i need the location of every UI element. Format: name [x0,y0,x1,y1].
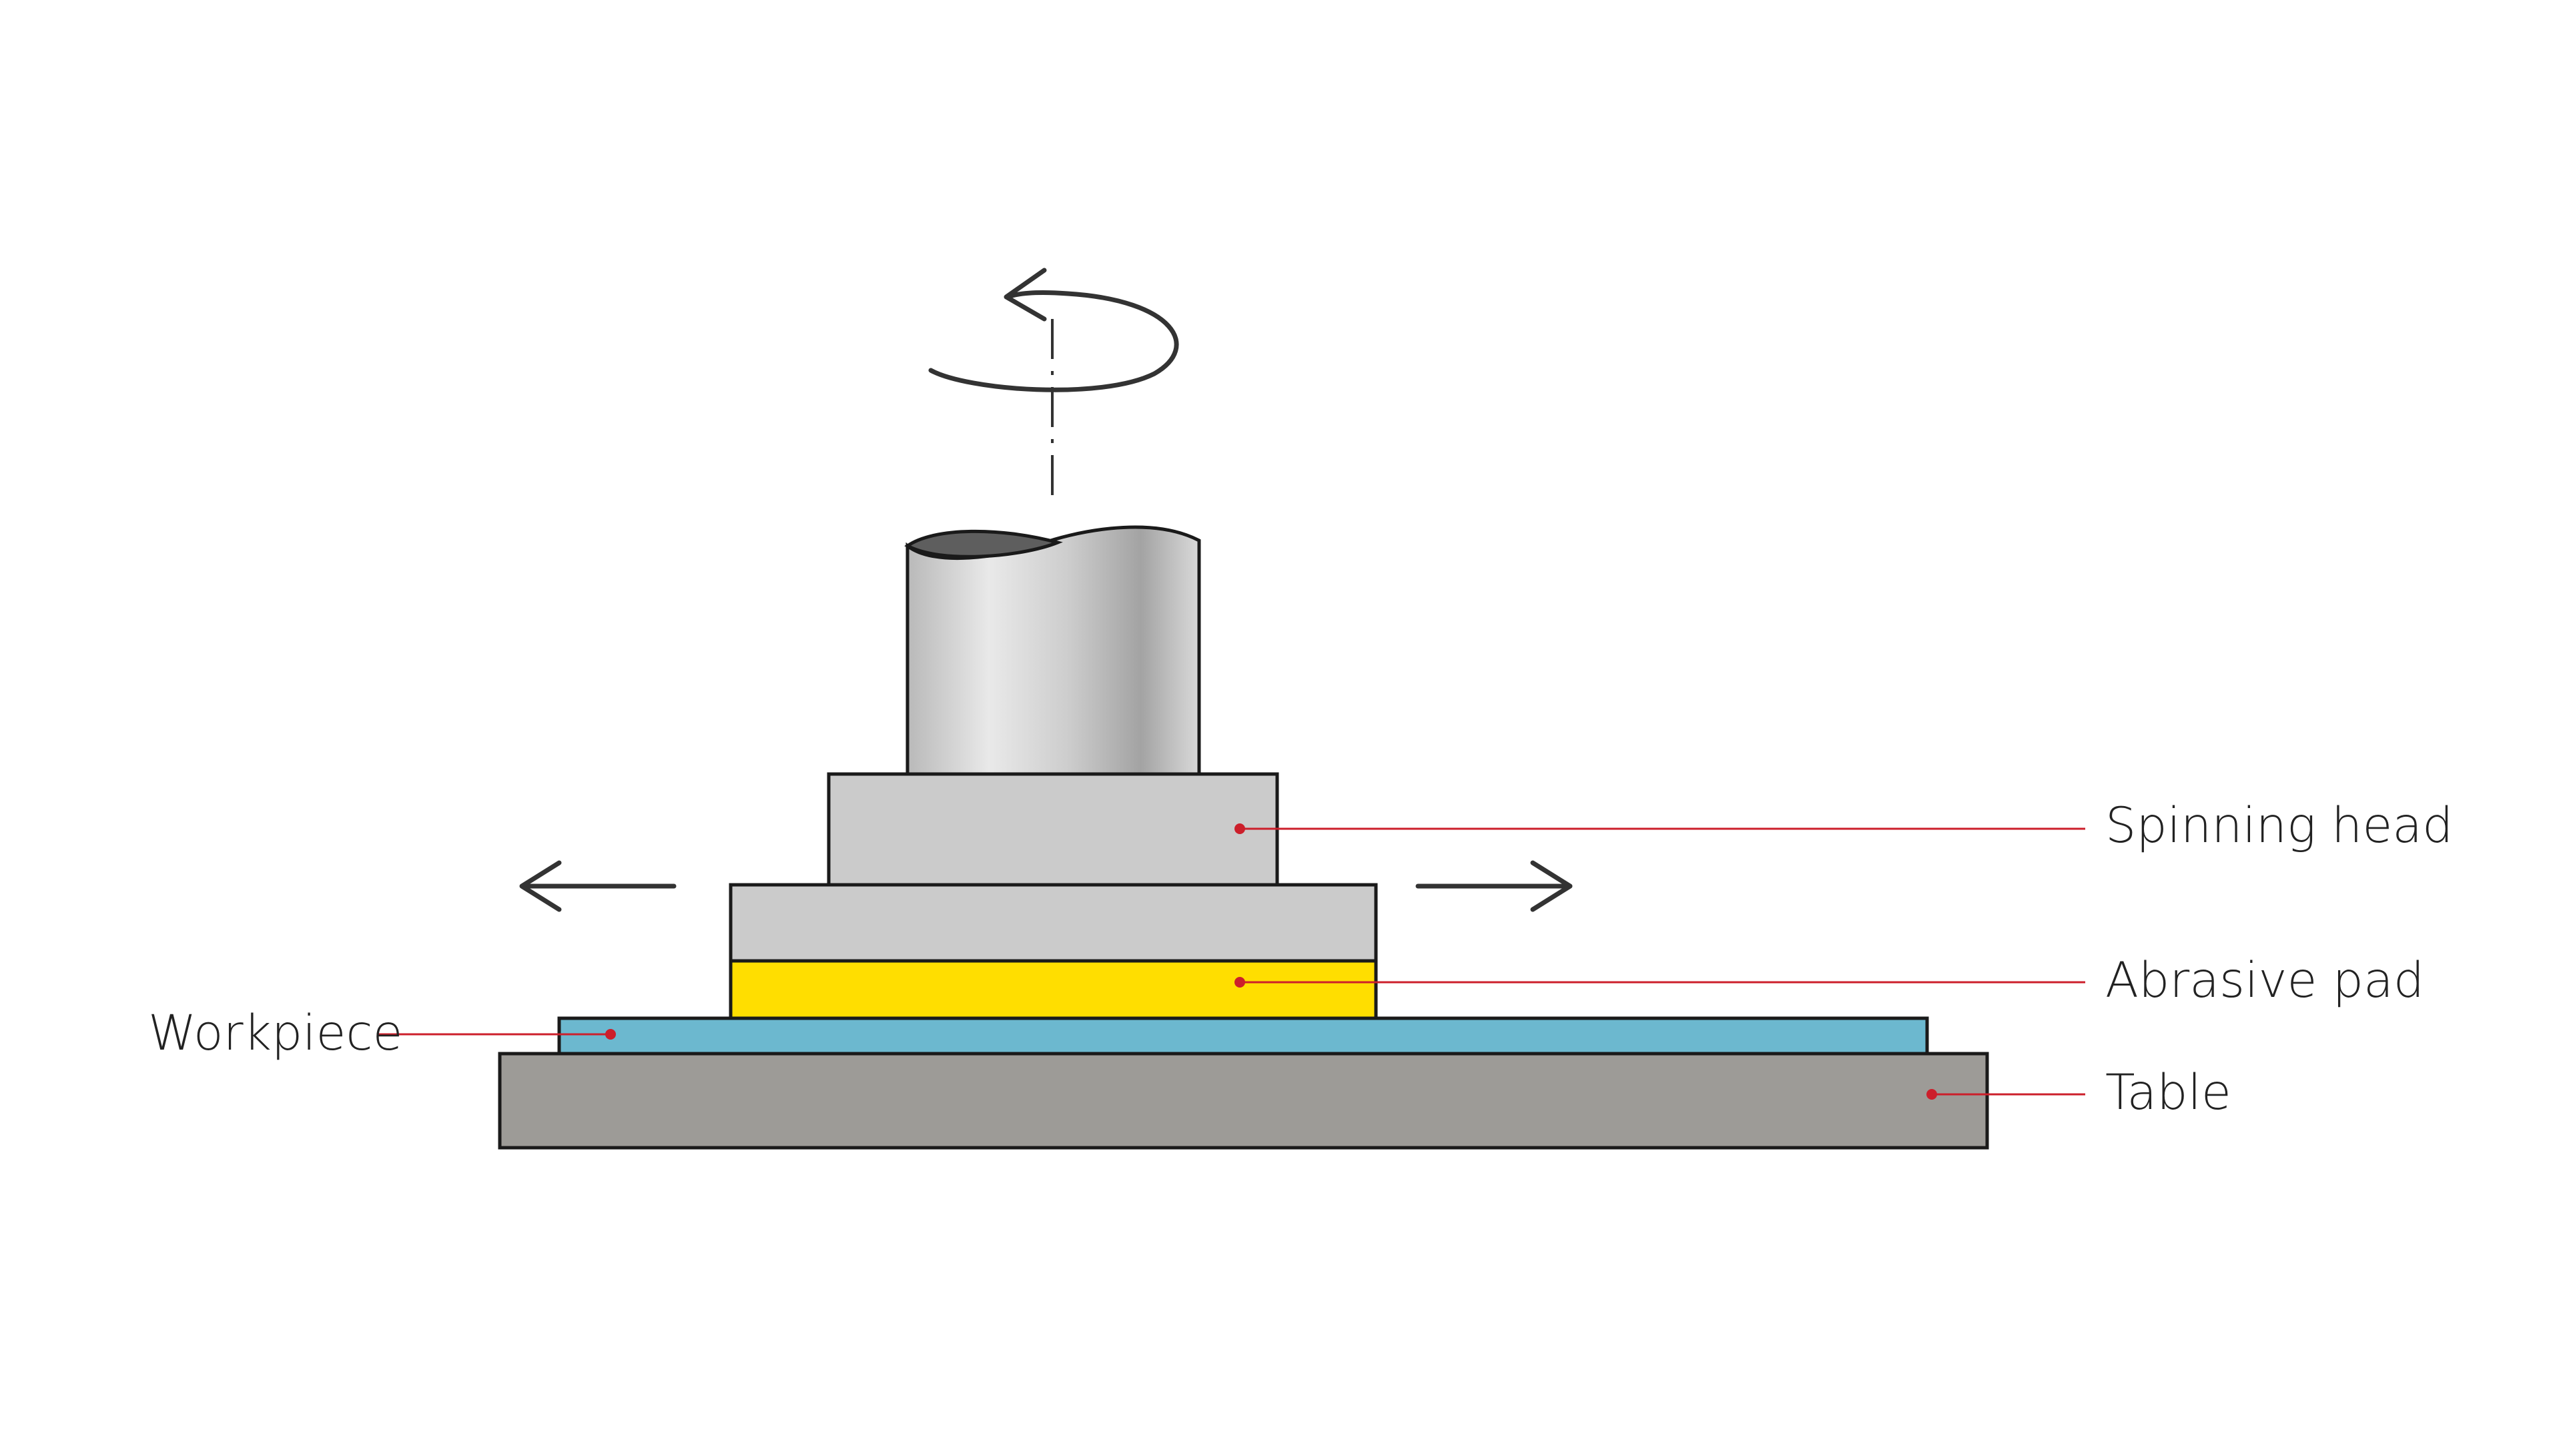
leader-workpiece [377,1029,616,1040]
abrasive-pad [729,959,1378,1020]
leader-abrasive-pad [1234,977,2085,988]
label-abrasive-pad: Abrasive pad [2105,952,2424,1009]
shaft-top-surface [904,529,1063,559]
rotation-arrow-icon [928,268,1179,392]
spinning-head-upper [827,772,1279,887]
leader-spinning-head [1234,823,2085,834]
label-workpiece: Workpiece [148,1005,402,1062]
arrow-left-icon [519,860,677,912]
arrow-right-icon [1415,860,1573,912]
spindle-shaft [904,525,1201,776]
table [498,1052,1989,1150]
spinning-head-plate [729,883,1378,963]
label-spinning-head: Spinning head [2105,797,2453,854]
label-table: Table [2105,1064,2231,1121]
workpiece [557,1016,1929,1056]
leader-table [1926,1089,2085,1100]
